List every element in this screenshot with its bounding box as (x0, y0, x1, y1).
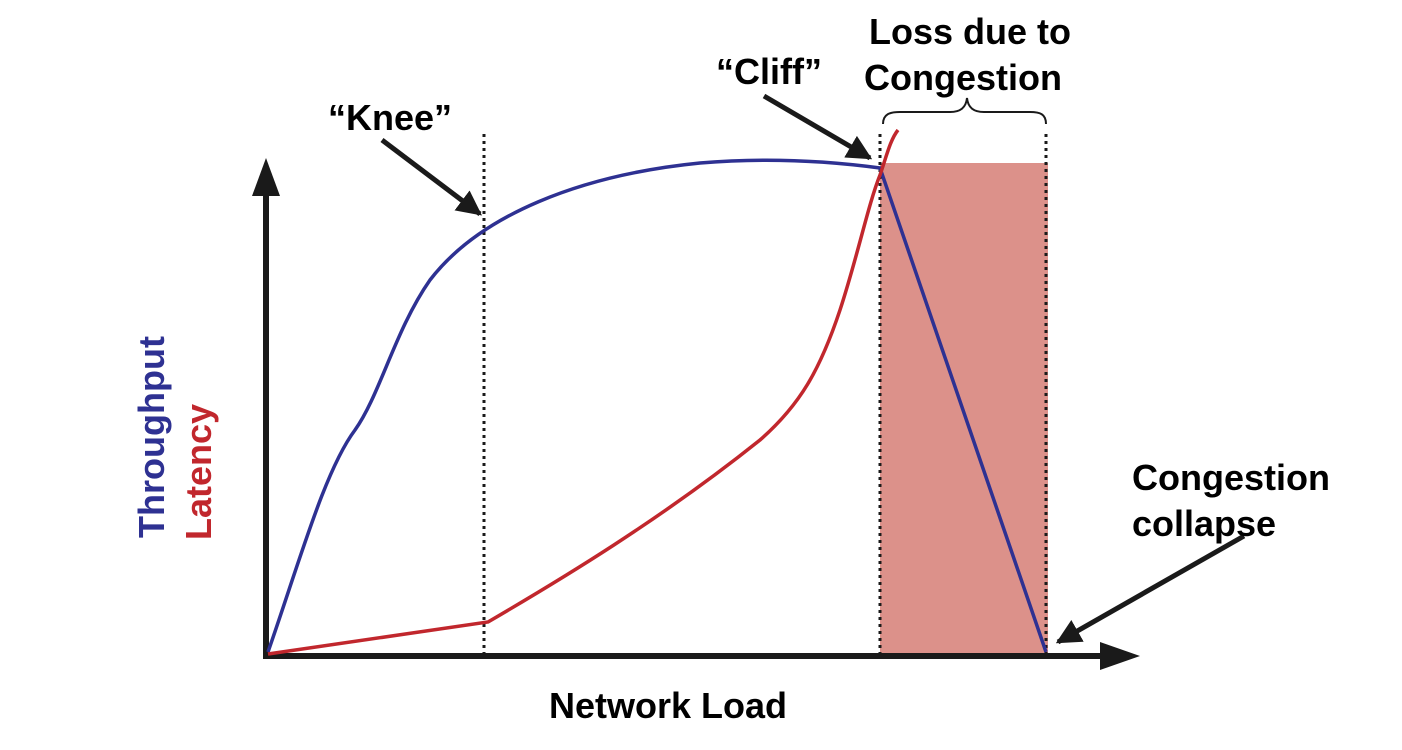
y-axis-label-throughput: Throughput (131, 336, 172, 538)
x-axis-arrowhead (1100, 642, 1140, 670)
knee-label: “Knee” (328, 97, 452, 138)
knee-arrow (380, 138, 482, 216)
loss-label-line2: Congestion (864, 57, 1062, 98)
cliff-label: “Cliff” (716, 51, 822, 92)
y-axis-arrowhead (252, 158, 280, 196)
y-axis-label-latency: Latency (178, 404, 219, 540)
latency-curve (267, 128, 900, 656)
collapse-label-line2: collapse (1132, 503, 1276, 544)
loss-brace (882, 97, 1047, 125)
collapse-arrow (1055, 533, 1246, 645)
collapse-label-line1: Congestion (1132, 457, 1330, 498)
loss-label-line1: Loss due to (869, 11, 1071, 52)
throughput-curve (266, 158, 1048, 653)
cliff-arrow (762, 93, 873, 161)
x-axis-label: Network Load (549, 685, 787, 726)
